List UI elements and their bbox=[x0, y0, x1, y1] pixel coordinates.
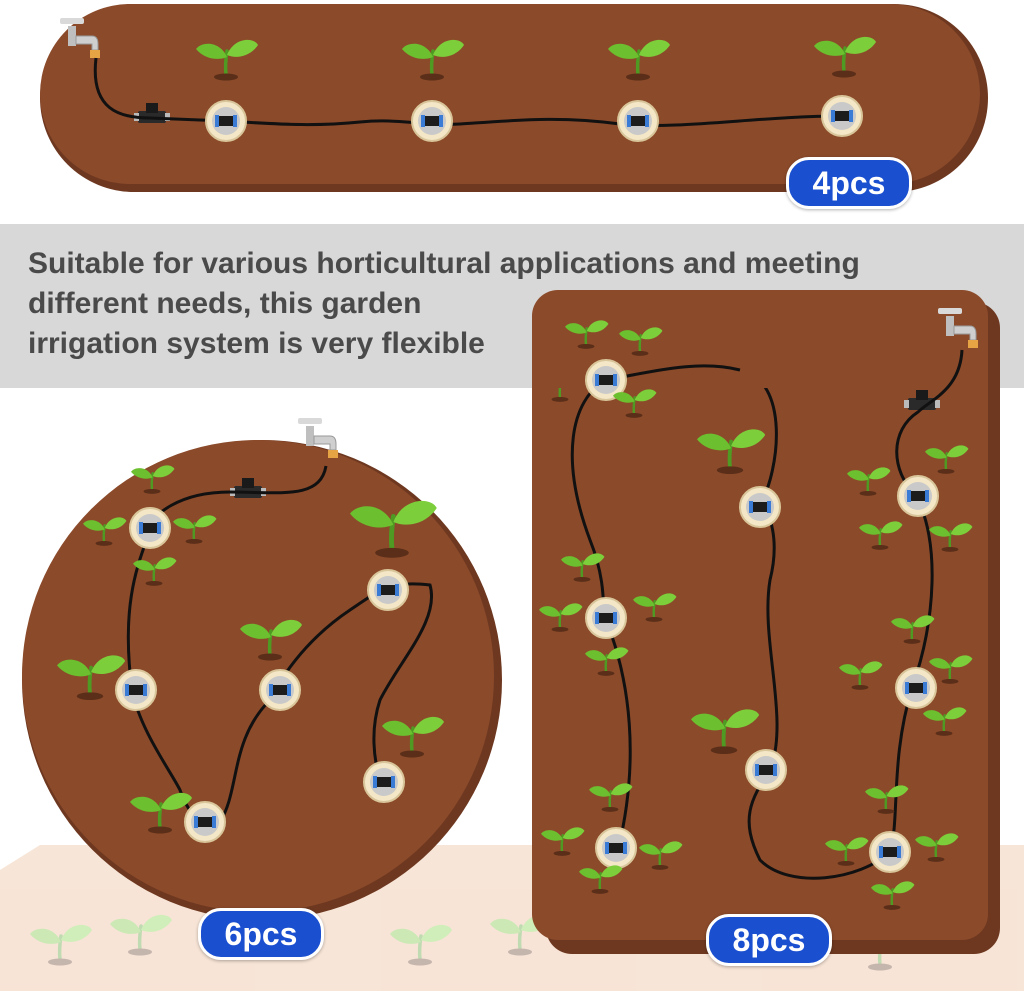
badge-4pcs: 4pcs bbox=[786, 157, 912, 209]
dripper-icon bbox=[821, 95, 863, 137]
dripper-icon bbox=[869, 831, 911, 873]
bed-6pcs bbox=[22, 417, 502, 920]
dripper-icon bbox=[129, 507, 171, 549]
dripper-icon bbox=[895, 667, 937, 709]
dripper-icon bbox=[259, 669, 301, 711]
dripper-icon bbox=[897, 475, 939, 517]
dripper-icon bbox=[363, 761, 405, 803]
caption-line-2: different needs, this garden bbox=[28, 287, 422, 320]
dripper-icon bbox=[205, 100, 247, 142]
dripper-icon bbox=[367, 569, 409, 611]
dripper-icon bbox=[411, 100, 453, 142]
caption-line-3: irrigation system is very flexible bbox=[28, 327, 485, 360]
badge-6pcs: 6pcs bbox=[198, 908, 324, 960]
caption-line-1: Suitable for various horticultural appli… bbox=[28, 247, 860, 280]
hose bbox=[570, 349, 964, 880]
dripper-icon bbox=[184, 801, 226, 843]
caption-text: Suitable for various horticultural appli… bbox=[28, 244, 860, 364]
bed-4pcs bbox=[40, 4, 988, 192]
bed-8pcs bbox=[532, 290, 1000, 954]
badge-8pcs: 8pcs bbox=[706, 914, 832, 966]
dripper-icon bbox=[739, 486, 781, 528]
dripper-icon bbox=[745, 749, 787, 791]
dripper-icon bbox=[595, 827, 637, 869]
dripper-icon bbox=[585, 597, 627, 639]
dripper-icon bbox=[617, 100, 659, 142]
dripper-icon bbox=[115, 669, 157, 711]
